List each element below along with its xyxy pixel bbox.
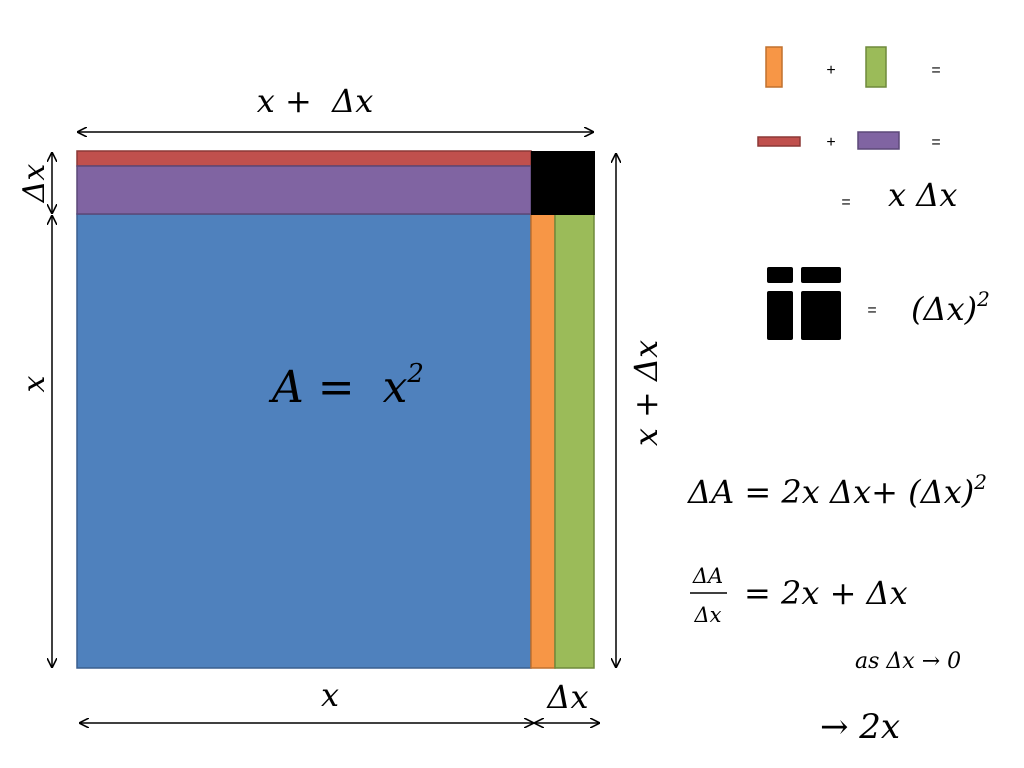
legend-purple-swatch xyxy=(857,131,900,150)
black-blocks-icon xyxy=(767,267,841,340)
legend-equals-1: = xyxy=(931,62,940,79)
green-strip xyxy=(554,213,595,669)
blue-square-x-squared xyxy=(76,213,532,669)
legend-equals-3: = xyxy=(841,194,850,211)
purple-strip xyxy=(76,165,532,215)
right-height-label: x + Δx xyxy=(627,340,665,446)
fraction-rhs: = 2x + Δx xyxy=(744,574,908,612)
legend-plus-1: + xyxy=(826,62,835,79)
legend-red-swatch xyxy=(757,136,801,147)
limit-result: → 2x xyxy=(820,707,900,747)
legend-orange-swatch xyxy=(765,46,783,88)
top-width-label: x + Δx xyxy=(257,82,374,120)
limit-condition: as Δx → 0 xyxy=(855,649,961,674)
legend-dx-squared: (Δx)2 xyxy=(911,287,990,328)
legend-x-dx: x Δx xyxy=(888,176,957,214)
legend-equals-2: = xyxy=(931,134,940,151)
orange-strip xyxy=(530,213,556,669)
fraction-denominator: Δx xyxy=(693,603,721,627)
bottom-small-label: Δx xyxy=(545,678,588,716)
legend-green-swatch xyxy=(865,46,887,88)
bottom-large-label: x xyxy=(321,676,339,714)
left-small-label: Δx xyxy=(17,164,52,204)
black-corner-square xyxy=(531,151,595,215)
area-label: A = x2 xyxy=(268,359,424,413)
fraction-numerator: ΔA xyxy=(692,564,723,588)
red-strip xyxy=(76,150,532,167)
legend-plus-2: + xyxy=(826,134,835,151)
legend-equals-4: = xyxy=(867,302,876,319)
delta-a-equation: ΔA = 2x Δx+ (Δx)2 xyxy=(686,470,987,511)
left-large-label: x xyxy=(17,375,52,392)
